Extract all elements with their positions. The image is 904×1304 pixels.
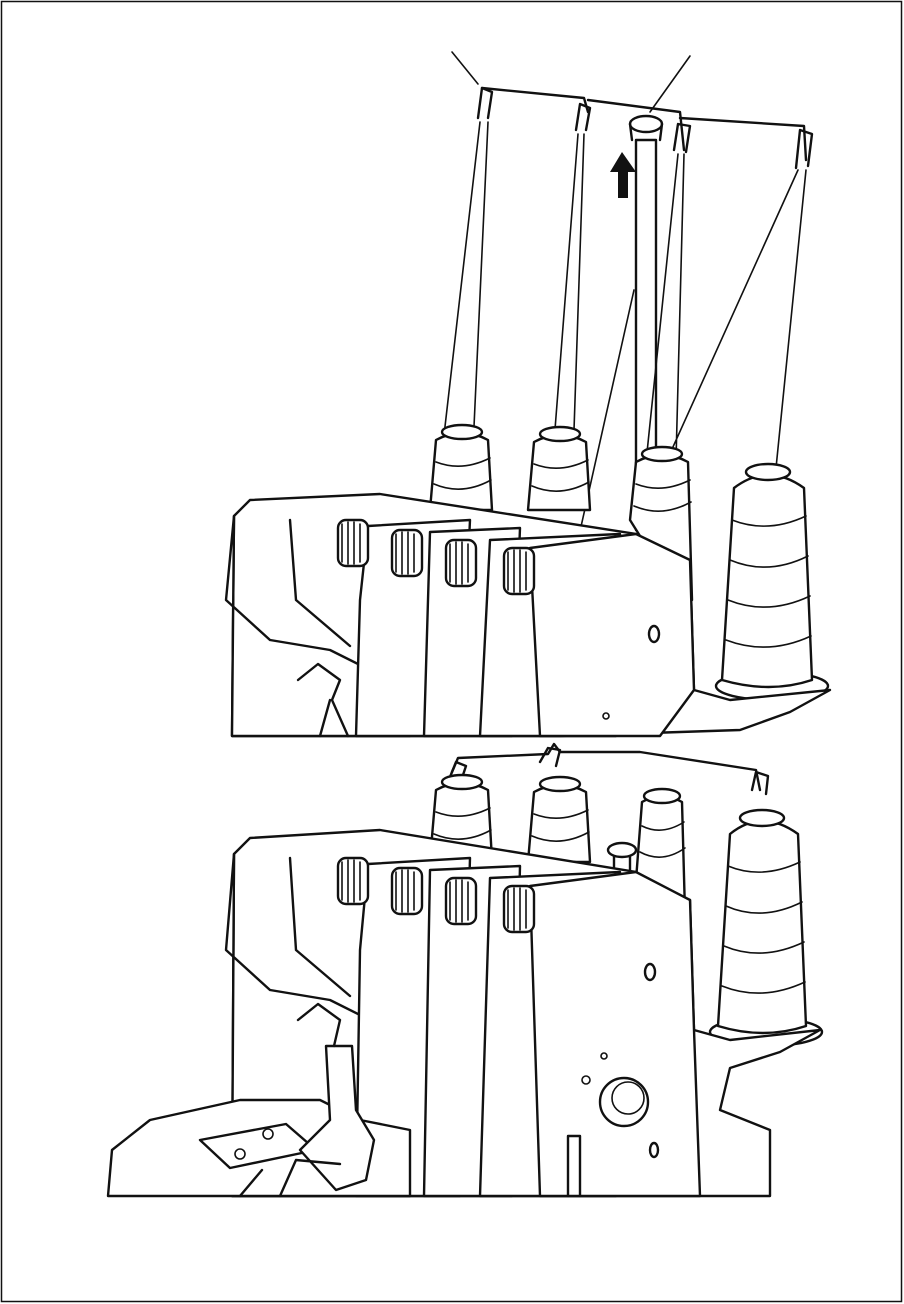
presser-foot (296, 662, 350, 738)
side-panel (528, 532, 696, 738)
figure-guide-lowered (106, 742, 824, 1198)
thread-cone (428, 423, 494, 512)
tension-dial (502, 546, 536, 596)
tension-dial (390, 528, 424, 578)
tension-dial (336, 518, 370, 568)
thread-cone (708, 808, 824, 1048)
tension-dial (444, 876, 478, 926)
thread-cone (714, 462, 830, 702)
side-adjust-dial (598, 1076, 650, 1128)
callout-line-right (649, 55, 691, 113)
thread-guide-bar (476, 86, 808, 162)
thread-cone (526, 425, 592, 512)
arrow-up-icon (610, 152, 636, 198)
rod-top-cap (606, 841, 638, 859)
tension-dial (444, 538, 478, 588)
thread-guide-bar (450, 742, 762, 792)
rod-top-cap (628, 114, 664, 134)
tension-dial (390, 866, 424, 916)
presser-foot (298, 1044, 376, 1192)
side-panel (528, 870, 702, 1198)
thread-cone (526, 775, 592, 864)
tension-dial (336, 856, 370, 906)
tension-dial (502, 884, 536, 934)
callout-line-left (451, 51, 479, 85)
figure-guide-raised (224, 51, 832, 738)
thread-lines (439, 121, 807, 541)
